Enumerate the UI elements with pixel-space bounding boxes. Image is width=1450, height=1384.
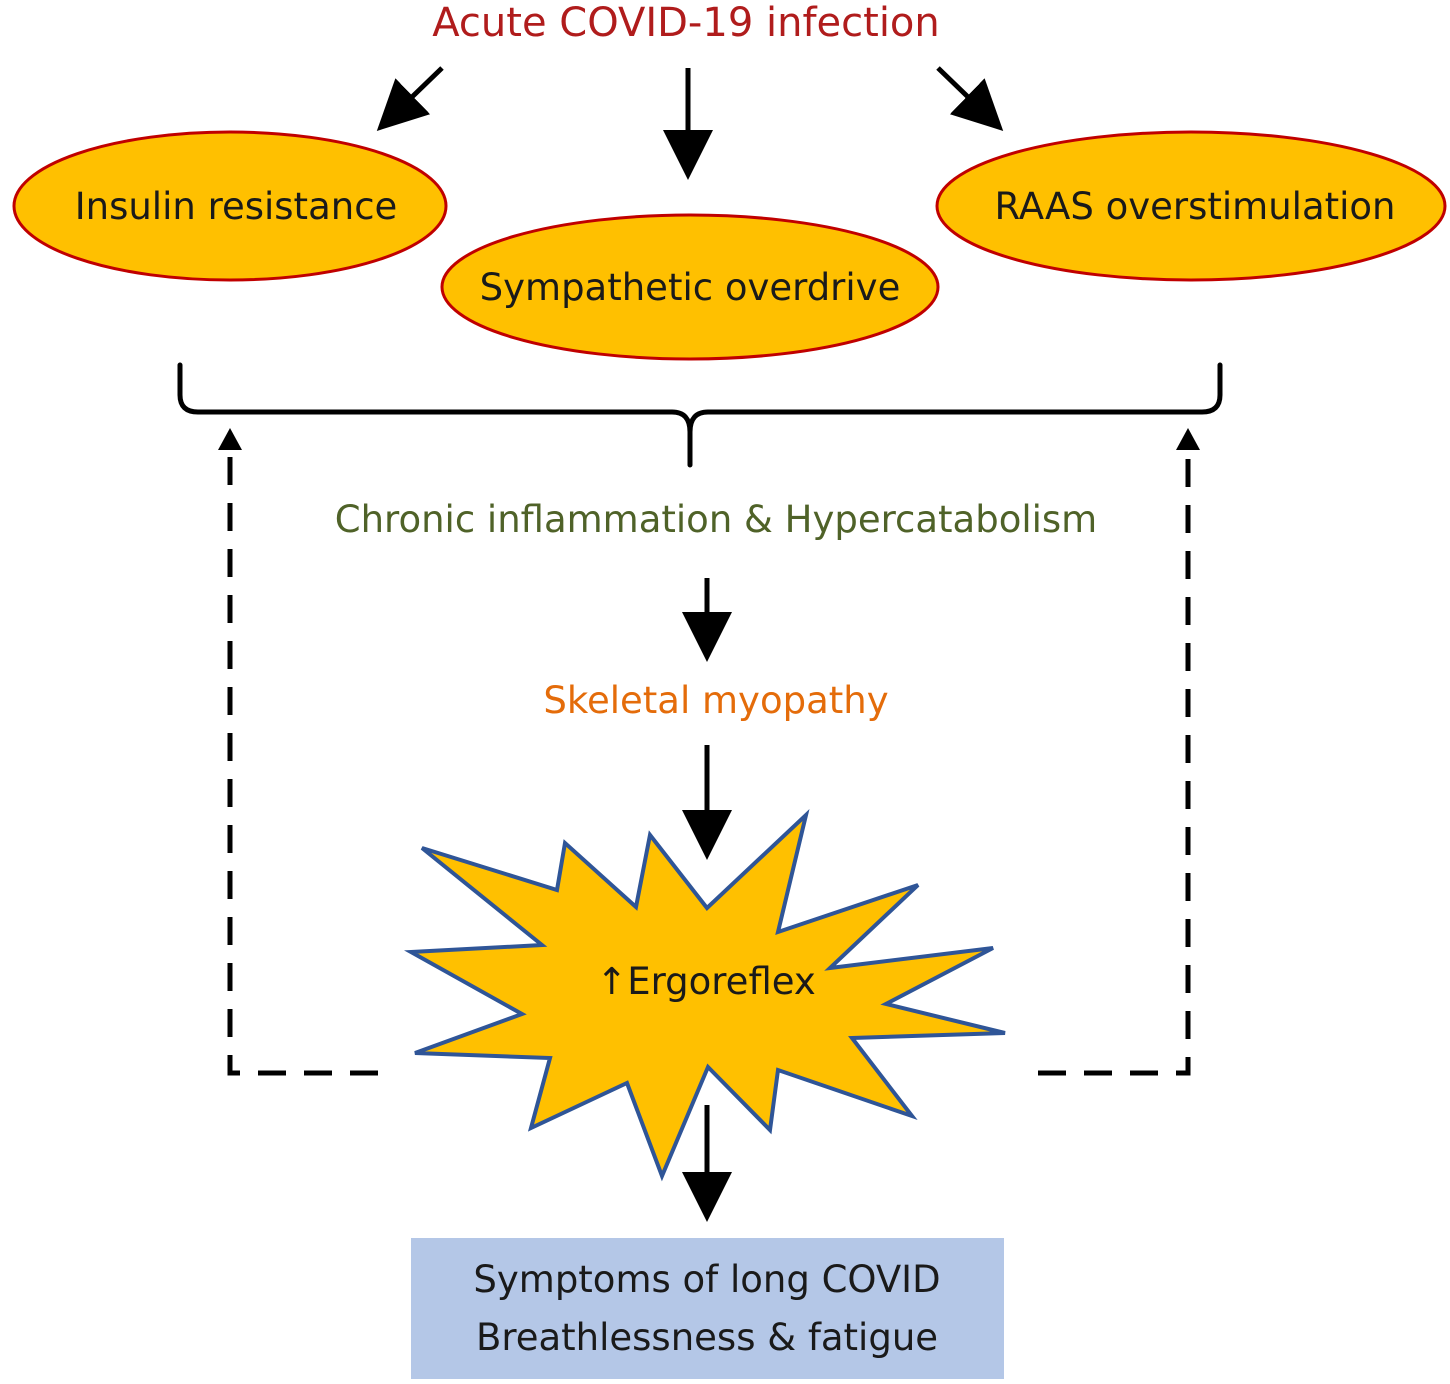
ergoreflex-node: ↑Ergoreflex xyxy=(403,808,1006,1182)
symptoms-line2: Breathlessness & fatigue xyxy=(476,1316,938,1359)
insulin-resistance-node: Insulin resistance xyxy=(12,130,448,282)
arrow-infection-to-raas xyxy=(936,66,1004,131)
symptoms-box: Symptoms of long COVID Breathlessness & … xyxy=(411,1238,1004,1379)
grouping-brace xyxy=(177,362,1223,468)
raas-overstimulation-node: RAAS overstimulation xyxy=(935,130,1447,282)
feedback-loop-right xyxy=(1038,448,1191,1076)
raas-overstimulation-label: RAAS overstimulation xyxy=(994,185,1395,228)
myopathy-label: Skeletal myopathy xyxy=(543,679,888,722)
inflammation-label: Chronic inflammation & Hypercatabolism xyxy=(335,498,1097,541)
sympathetic-overdrive-node: Sympathetic overdrive xyxy=(440,213,940,361)
arrow-infection-to-insulin xyxy=(376,66,444,131)
sympathetic-overdrive-label: Sympathetic overdrive xyxy=(480,266,901,309)
ergoreflex-label: ↑Ergoreflex xyxy=(596,960,816,1003)
infection-label: Acute COVID-19 infection xyxy=(432,0,940,46)
feedback-arrowhead-left xyxy=(218,428,242,450)
insulin-resistance-label: Insulin resistance xyxy=(75,185,398,228)
symptoms-line1: Symptoms of long COVID xyxy=(473,1258,940,1301)
ergoreflex-starburst xyxy=(403,808,1006,1182)
feedback-loop-left xyxy=(227,448,378,1076)
feedback-arrowhead-right xyxy=(1176,428,1200,450)
